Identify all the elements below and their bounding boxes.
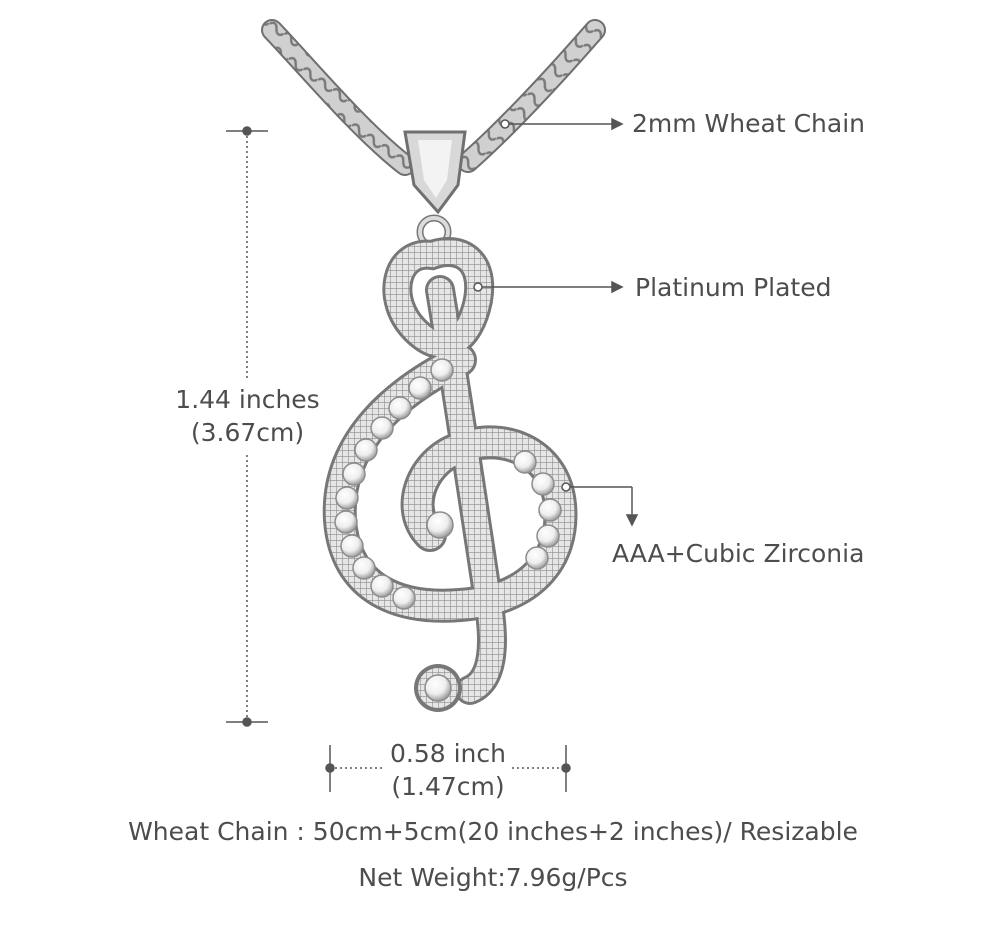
height-cm-label: (3.67cm) — [190, 418, 305, 447]
plating-callout-label: Platinum Plated — [635, 273, 832, 302]
cubic-zirconia-stones — [334, 358, 562, 702]
width-dimension-line — [325, 745, 571, 792]
width-cm-label: (1.47cm) — [391, 772, 505, 801]
height-dimension-line — [226, 126, 268, 727]
width-inches-label: 0.58 inch — [390, 739, 506, 768]
chain-length-spec: Wheat Chain : 50cm+5cm(20 inches+2 inche… — [128, 817, 858, 846]
stones-callout-label: AAA+Cubic Zirconia — [612, 539, 865, 568]
callout-lines — [473, 117, 639, 527]
treble-clef-pendant — [322, 237, 578, 712]
chain-callout-label: 2mm Wheat Chain — [632, 109, 865, 138]
pendant-bail — [403, 130, 467, 250]
wheat-chain — [261, 19, 606, 176]
height-inches-label: 1.44 inches — [175, 385, 320, 414]
net-weight-spec: Net Weight:7.96g/Pcs — [358, 863, 628, 892]
